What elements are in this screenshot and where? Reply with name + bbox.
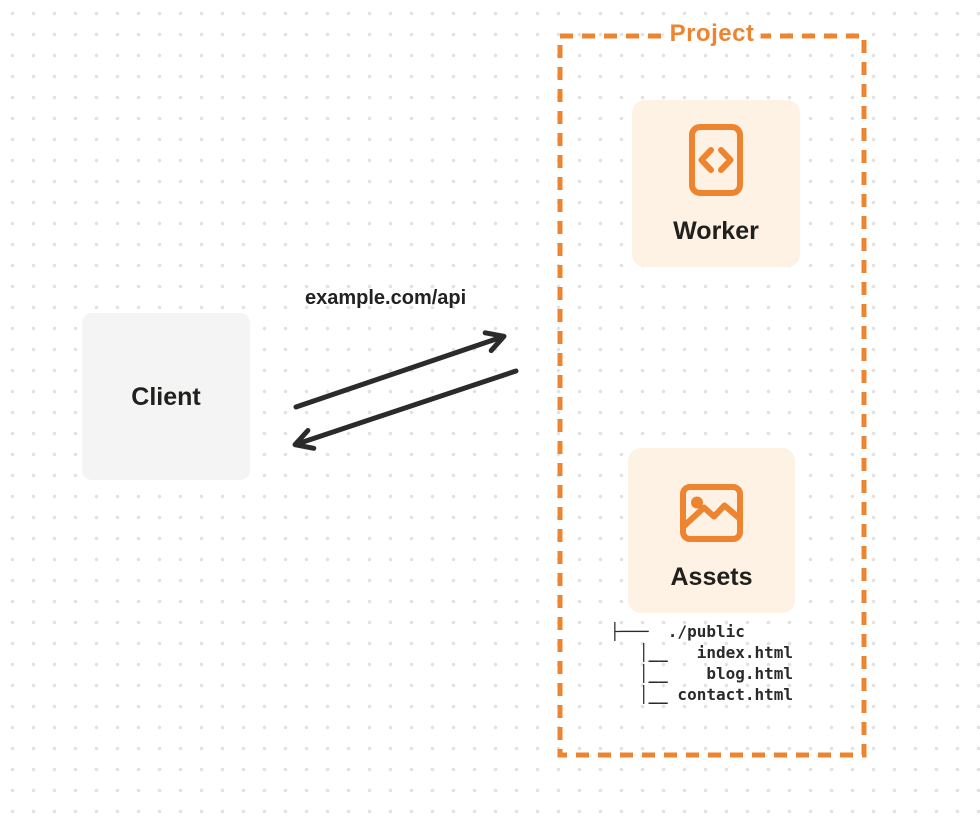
file-tree-line: │__ index.html <box>610 643 794 662</box>
assets-node: Assets <box>628 448 795 613</box>
project-label: Project <box>663 20 761 48</box>
file-tree-line: │__ blog.html <box>610 664 794 683</box>
request-arrow <box>293 330 507 410</box>
project-boundary-dashed-border <box>557 33 867 758</box>
client-node: Client <box>82 313 250 480</box>
file-tree-line: │__ contact.html <box>610 685 794 704</box>
file-tree: ├─── ./public │__ index.html │__ blog.ht… <box>610 621 793 705</box>
request-url-label: example.com/api <box>305 287 467 309</box>
response-arrow <box>292 368 519 451</box>
client-label: Client <box>131 382 201 411</box>
code-file-icon <box>689 124 743 196</box>
worker-label: Worker <box>673 217 759 245</box>
assets-label: Assets <box>670 563 753 591</box>
worker-node: Worker <box>632 100 800 267</box>
file-tree-root: ├─── ./public <box>610 622 745 641</box>
image-icon <box>680 484 743 542</box>
